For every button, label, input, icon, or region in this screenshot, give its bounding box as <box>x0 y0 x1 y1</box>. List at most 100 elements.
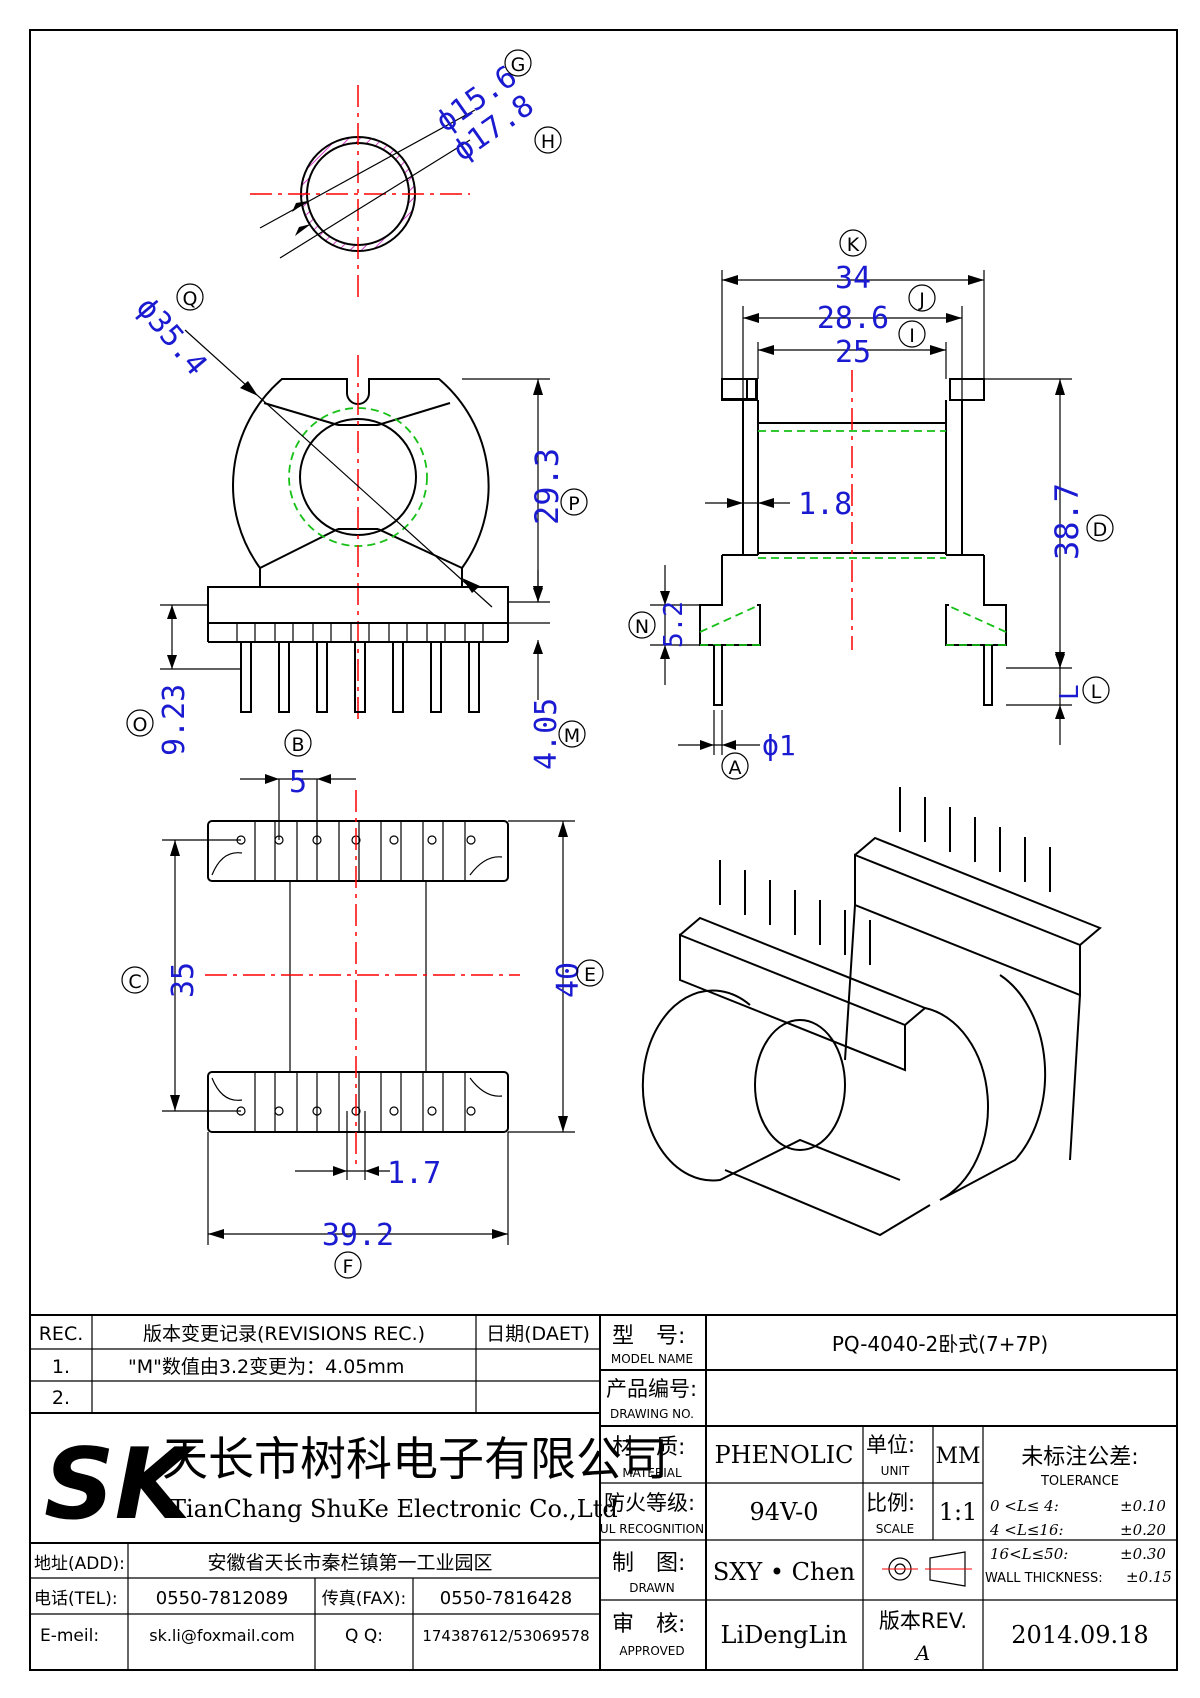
scale-label-cn: 比例: <box>866 1491 915 1515</box>
dim-m-value: 4.05 <box>529 698 564 770</box>
tel-label: 电话(TEL): <box>34 1589 118 1609</box>
front-view: ϕ35.4 Q 29.3 P 4.05 M 9.23 O <box>126 283 588 770</box>
side-view: 34 K 28.6 J 25 I 1.8 38.7 D <box>628 229 1114 780</box>
label-m: M <box>564 725 580 747</box>
fax-label: 传真(FAX): <box>322 1589 407 1609</box>
tolerance-row-1-range: 0 <L≤ 4: <box>990 1497 1059 1515</box>
label-e: E <box>584 964 596 986</box>
date-value: 2014.09.18 <box>1011 1621 1148 1649</box>
bottom-view-pads <box>211 821 503 1132</box>
label-k: K <box>847 234 860 256</box>
rev-row-1-desc: "M"数值由3.2变更为：4.05mm <box>128 1356 404 1378</box>
label-g: G <box>511 54 526 76</box>
dim-pin-width-value: 1.7 <box>387 1156 441 1191</box>
qq-label: Q Q: <box>345 1626 383 1646</box>
company-name-cn: 天长市树科电子有限公司 <box>162 1432 668 1486</box>
dim-wall-value: 1.8 <box>798 487 852 522</box>
dim-c-value: 35 <box>166 962 201 998</box>
dim-p-value: 29.3 <box>528 448 566 525</box>
label-o: O <box>133 714 148 736</box>
tolerance-label-en: TOLERANCE <box>1040 1474 1119 1489</box>
scale-value: 1:1 <box>939 1498 978 1526</box>
dim-d-value: 38.7 <box>1048 483 1086 560</box>
company-logo: SK <box>44 1428 198 1542</box>
rev-label: 版本REV. <box>879 1609 967 1633</box>
label-n: N <box>635 616 649 638</box>
tolerance-row-3-value: ±0.30 <box>1120 1545 1166 1563</box>
dim-k-value: 34 <box>835 261 871 296</box>
label-c: C <box>128 971 141 993</box>
ul-label-cn: 防火等级: <box>604 1491 695 1515</box>
approved-label-cn: 审 核: <box>612 1612 685 1637</box>
drawing-label-cn: 产品编号: <box>606 1377 697 1401</box>
dim-b-value: 5 <box>289 765 307 800</box>
dim-j-value: 28.6 <box>817 301 889 336</box>
label-f: F <box>343 1256 354 1278</box>
addr-label: 地址(ADD): <box>34 1554 125 1574</box>
dim-n-value: 5.2 <box>659 601 689 648</box>
model-label-cn: 型 号: <box>612 1324 685 1349</box>
material-label-en: MATERIAL <box>622 1466 682 1480</box>
wall-thickness-value: ±0.15 <box>1126 1568 1172 1586</box>
rev-header-date: 日期(DAET) <box>486 1323 590 1345</box>
dim-e-value: 40 <box>551 962 586 998</box>
projection-symbol-icon <box>882 1551 972 1587</box>
unit-value: MM <box>935 1444 980 1469</box>
ring-view: ϕ15.6 ϕ17.8 G H <box>250 49 562 300</box>
model-label-en: MODEL NAME <box>611 1352 693 1366</box>
dim-pin-value: ϕ1 <box>762 729 796 762</box>
rev-value: A <box>914 1641 930 1665</box>
company-name-en: TianChang ShuKe Electronic Co.,Ltd <box>170 1495 618 1523</box>
drawn-value: SXY • Chen <box>713 1558 855 1586</box>
unit-label-cn: 单位: <box>866 1433 915 1457</box>
bottom-view: 5 B 35 C 40 E 1.7 39.2 F <box>121 729 604 1279</box>
label-l: L <box>1091 681 1102 703</box>
tolerance-row-3-range: 16<L≤50: <box>990 1545 1068 1563</box>
iso-pins <box>719 787 1051 965</box>
ul-label-en: UL RECOGNITION <box>600 1522 704 1536</box>
tolerance-row-2-value: ±0.20 <box>1120 1521 1166 1539</box>
dim-l-value: L <box>1055 684 1085 700</box>
label-q: Q <box>183 288 198 310</box>
scale-label-en: SCALE <box>876 1522 914 1536</box>
addr-value: 安徽省天长市秦栏镇第一工业园区 <box>207 1552 492 1574</box>
material-label-cn: 材 质: <box>612 1435 685 1460</box>
label-a: A <box>729 757 742 779</box>
isometric-view <box>641 787 1102 1237</box>
approved-value: LiDengLin <box>721 1621 848 1649</box>
unit-label-en: UNIT <box>881 1464 910 1478</box>
rev-header-rec: REC. <box>39 1323 84 1345</box>
bottom-view-holes <box>236 835 476 1116</box>
rev-row-1-no: 1. <box>52 1356 70 1378</box>
qq-value: 174387612/53069578 <box>422 1627 589 1645</box>
tolerance-row-1-value: ±0.10 <box>1120 1497 1166 1515</box>
label-d: D <box>1093 519 1108 541</box>
tolerance-row-2-range: 4 <L≤16: <box>989 1521 1064 1539</box>
model-value: PQ-4040-2卧式(7+7P) <box>832 1332 1048 1356</box>
drawing-label-en: DRAWING NO. <box>610 1407 694 1421</box>
tolerance-label-cn: 未标注公差: <box>1021 1445 1138 1470</box>
drawn-label-en: DRAWN <box>629 1581 675 1595</box>
label-b: B <box>291 734 304 756</box>
tel-value: 0550-7812089 <box>156 1588 288 1609</box>
material-value: PHENOLIC <box>714 1441 853 1469</box>
dim-i-value: 25 <box>835 335 871 370</box>
drawn-label-cn: 制 图: <box>612 1551 685 1576</box>
approved-label-en: APPROVED <box>619 1644 684 1658</box>
label-j: J <box>918 289 925 311</box>
dim-f-value: 39.2 <box>322 1218 394 1253</box>
fax-value: 0550-7816428 <box>440 1588 572 1609</box>
rev-row-2-no: 2. <box>52 1387 70 1409</box>
label-i: I <box>909 325 915 347</box>
title-block: REC. 版本变更记录(REVISIONS REC.) 日期(DAET) 1. … <box>29 1314 1178 1671</box>
mail-value: sk.li@foxmail.com <box>149 1626 295 1645</box>
dim-o-value: 9.23 <box>157 684 192 756</box>
ul-value: 94V-0 <box>749 1498 818 1526</box>
label-h: H <box>541 131 555 153</box>
label-p: P <box>568 493 579 515</box>
drawing-border <box>29 29 1178 1671</box>
rev-header-desc: 版本变更记录(REVISIONS REC.) <box>143 1323 425 1345</box>
mail-label: E-meil: <box>40 1626 99 1646</box>
wall-thickness-label: WALL THICKNESS: <box>985 1571 1103 1586</box>
